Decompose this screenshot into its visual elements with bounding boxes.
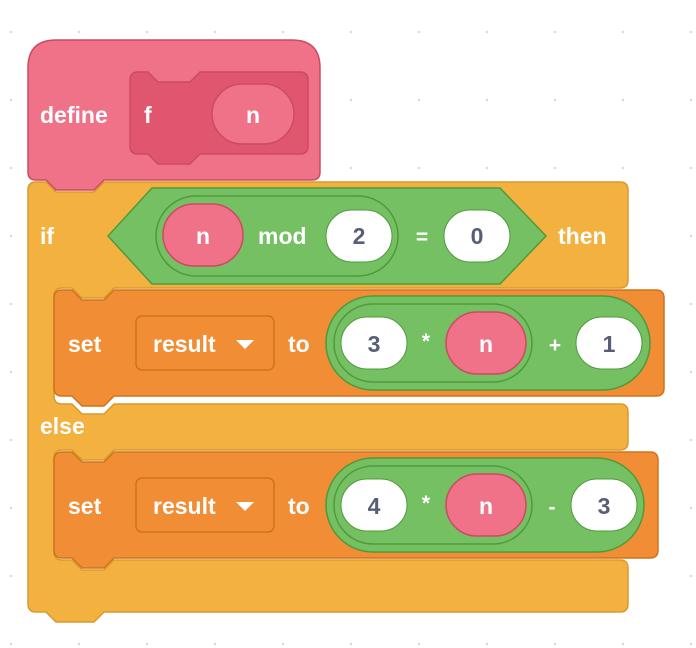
to-label-2: to [288,493,310,519]
multiply-label-2: * [422,492,431,515]
function-name-label: f [144,102,152,128]
parameter-reporter-n[interactable] [162,203,244,267]
then-label: then [558,223,607,249]
set-variable-block-1[interactable]: set result to 3 * n + 1 [53,289,665,407]
caret-down-icon [236,340,254,349]
equals-label: = [416,226,428,249]
parameter-reporter-label: n [479,493,493,519]
subtract-right-value: 3 [598,493,611,519]
define-hat-block[interactable]: define f n [27,39,321,191]
parameter-reporter-n[interactable] [445,473,527,537]
multiply-left-value-2: 4 [368,493,381,519]
set-label-1: set [68,331,102,357]
multiply-left-value-1: 3 [368,331,381,357]
multiply-label-1: * [422,330,431,353]
parameter-argument-n[interactable] [211,83,295,145]
if-label: if [40,223,54,249]
subtract-right-input[interactable] [570,478,638,532]
equals-condition[interactable]: n mod 2 = 0 [106,187,548,285]
add-right-value: 1 [603,331,616,357]
to-label-1: to [288,331,310,357]
set-label-2: set [68,493,102,519]
parameter-argument-label: n [246,102,260,128]
multiply-left-input-2[interactable] [340,478,408,532]
add-label: + [549,334,561,357]
mod-value-text: 2 [353,223,366,249]
compare-value-input[interactable] [443,209,511,263]
define-label: define [40,102,108,128]
parameter-reporter-label: n [479,331,493,357]
else-label: else [40,413,85,439]
mod-reporter[interactable]: n mod 2 [155,195,399,277]
variable-dropdown-1-label: result [153,331,216,357]
mod-value-input[interactable] [325,209,393,263]
add-right-input[interactable] [575,316,643,370]
subtract-label: - [549,496,556,519]
parameter-reporter-label: n [196,223,210,249]
compare-value-text: 0 [471,223,484,249]
variable-dropdown-1[interactable] [135,315,275,371]
variable-dropdown-2[interactable] [135,477,275,533]
variable-dropdown-2-label: result [153,493,216,519]
set-variable-block-2[interactable]: set result to 4 * n - 3 [53,451,659,569]
multiply-left-input-1[interactable] [340,316,408,370]
mod-label: mod [258,223,307,249]
caret-down-icon [236,502,254,511]
parameter-reporter-n[interactable] [445,311,527,375]
